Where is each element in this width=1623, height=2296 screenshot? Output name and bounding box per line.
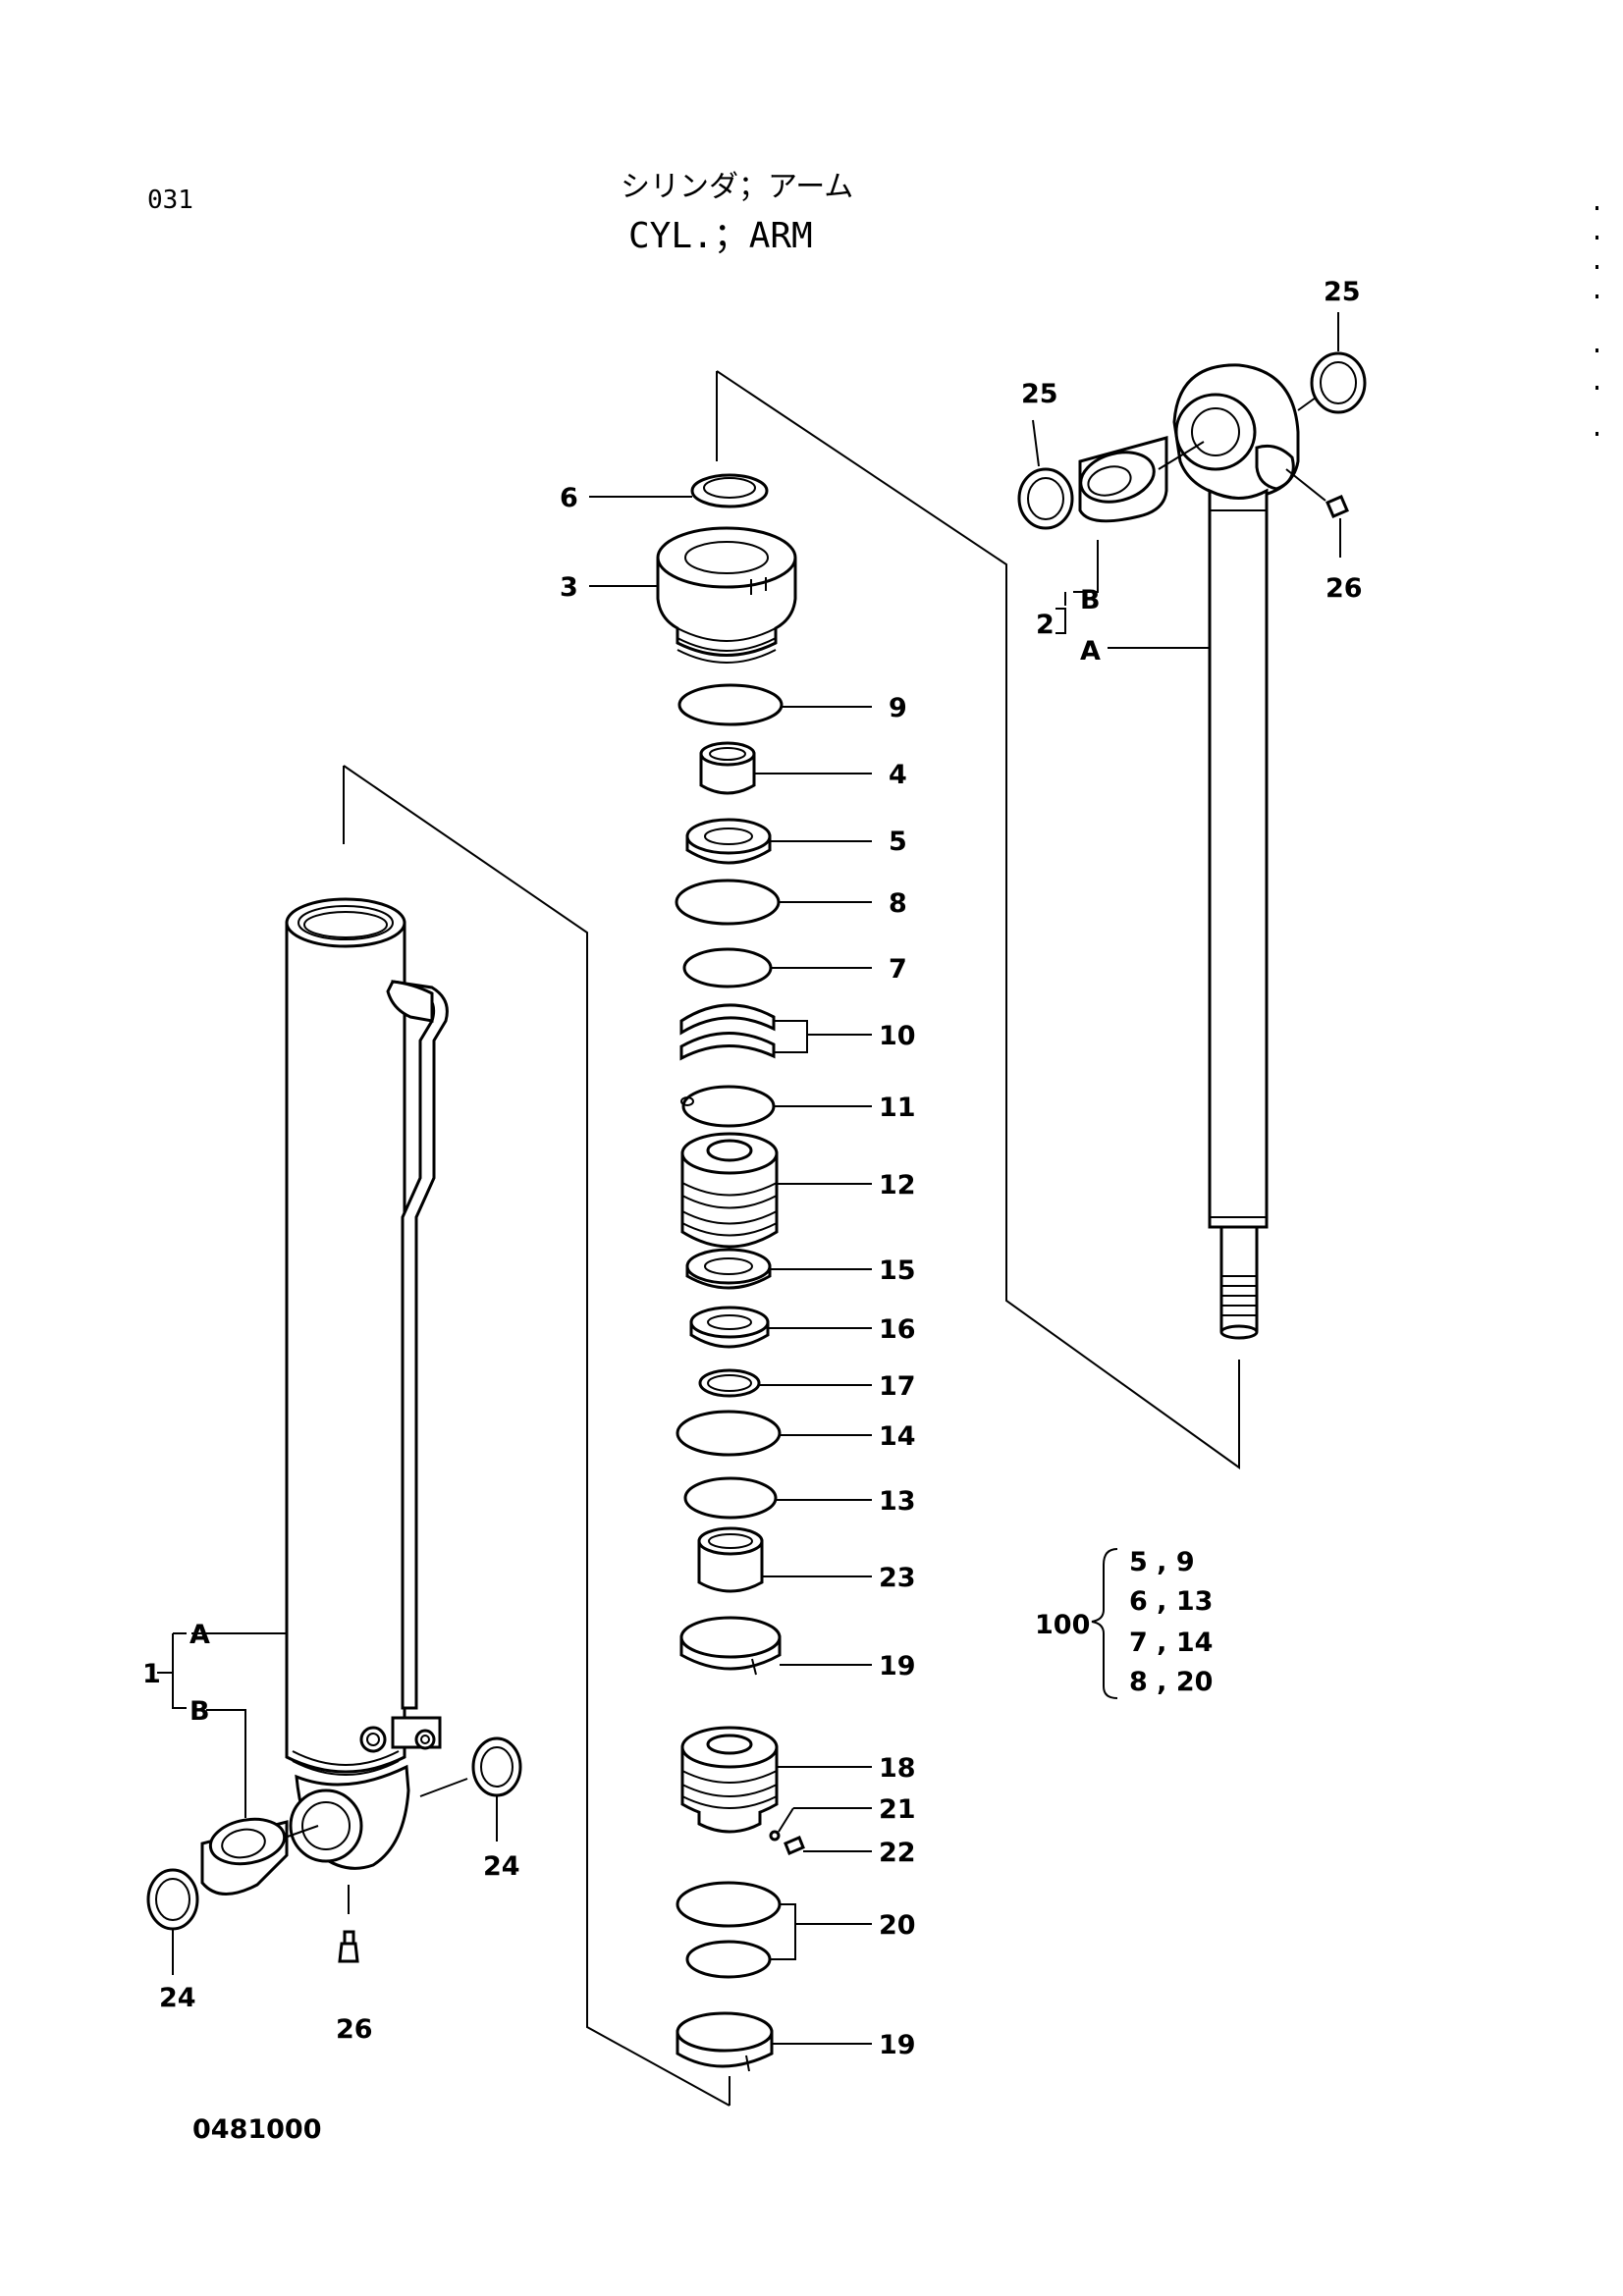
callout-19-upper: 19 [879, 1651, 916, 1682]
callout-22: 22 [879, 1838, 916, 1868]
page-number: 031 [147, 186, 193, 215]
callout-15: 15 [879, 1255, 916, 1286]
callout-1-b: B [189, 1696, 210, 1727]
callout-21: 21 [879, 1794, 916, 1825]
callout-14: 14 [879, 1421, 916, 1452]
callouts-center: 6 3 9 4 5 8 7 10 11 12 15 16 17 14 13 23… [560, 483, 916, 2060]
callout-2-a: A [1080, 636, 1101, 667]
part-21-22-set-screw [769, 1830, 805, 1855]
callout-8: 8 [889, 888, 907, 919]
callout-12: 12 [879, 1170, 916, 1201]
callout-2: 2 [1036, 610, 1055, 640]
callout-26-rod: 26 [1325, 573, 1363, 604]
assembly-lines [343, 370, 1240, 2107]
part-11-snap-ring [680, 1085, 776, 1128]
callout-19-lower: 19 [879, 2030, 916, 2060]
part-7-o-ring [682, 947, 773, 988]
callout-9: 9 [889, 693, 907, 723]
piston-stack [656, 473, 808, 2072]
part-19-wear-ring-upper [679, 1616, 782, 1676]
callout-23: 23 [879, 1563, 916, 1593]
callout-13: 13 [879, 1486, 916, 1517]
title-english: CYL.；ARM [628, 216, 813, 256]
part-10-rod-seal [679, 1003, 808, 1061]
leader-lines-center [589, 496, 872, 2045]
callout-5: 5 [889, 827, 907, 857]
callout-2-b: B [1080, 585, 1101, 615]
part-23-bushing [697, 1526, 764, 1593]
callouts-rod: 25 25 26 2 B A [1021, 277, 1363, 667]
callout-24-right: 24 [483, 1851, 520, 1882]
callout-17: 17 [879, 1371, 916, 1402]
part-9-o-ring [677, 683, 784, 726]
kit-row-1: 5 , 9 [1129, 1547, 1195, 1577]
callout-4: 4 [889, 760, 907, 790]
callouts-tube: 1 A B 24 24 26 [142, 1620, 520, 2045]
part-4-bushing [699, 741, 756, 795]
callout-25-left: 25 [1021, 379, 1058, 409]
callout-26-tube: 26 [336, 2014, 373, 2045]
part-18-piston-nut [680, 1726, 779, 1834]
part-17-retaining-ring [698, 1368, 761, 1398]
callout-6: 6 [560, 483, 578, 513]
part-6-dust-seal [690, 473, 769, 508]
kit-row-3: 7 , 14 [1129, 1628, 1213, 1658]
callout-11: 11 [879, 1093, 916, 1123]
kit-row-2: 6 , 13 [1129, 1586, 1213, 1617]
kit-number: 100 [1035, 1610, 1090, 1640]
part-13-o-ring [683, 1476, 778, 1520]
part-16-cushion-ring [689, 1306, 770, 1349]
callout-16: 16 [879, 1314, 916, 1345]
callout-18: 18 [879, 1753, 916, 1784]
kit-row-4: 8 , 20 [1129, 1667, 1213, 1697]
callout-3: 3 [560, 572, 578, 603]
leader-lines-tube [157, 1632, 498, 1975]
part-8-backup-ring [675, 879, 781, 926]
callout-25-right: 25 [1324, 277, 1361, 307]
seal-kit-table: 100 5 , 9 6 , 13 7 , 14 8 , 20 [1035, 1547, 1213, 1699]
part-20-seal-kit [676, 1881, 796, 1979]
part-19-wear-ring-lower [676, 2011, 774, 2072]
part-12-piston [680, 1132, 779, 1249]
part-3-cylinder-head [656, 526, 797, 664]
piston-rod-assembly [1017, 351, 1367, 1340]
callout-10: 10 [879, 1021, 916, 1051]
callout-1: 1 [142, 1659, 161, 1689]
margin-marks [1596, 206, 1598, 436]
callout-7: 7 [889, 954, 907, 985]
figure-id: 0481000 [192, 2114, 322, 2145]
callout-24-left: 24 [159, 1983, 196, 2013]
part-14-backup-ring [676, 1410, 782, 1457]
part-15-ring [685, 1248, 772, 1290]
cylinder-tube-assembly [146, 897, 522, 1963]
title-japanese: シリンダ；アーム [621, 170, 853, 204]
leader-lines-rod [1032, 312, 1341, 649]
callout-20: 20 [879, 1910, 916, 1941]
part-5-buffer-ring [685, 818, 772, 865]
callout-1-a: A [189, 1620, 210, 1650]
